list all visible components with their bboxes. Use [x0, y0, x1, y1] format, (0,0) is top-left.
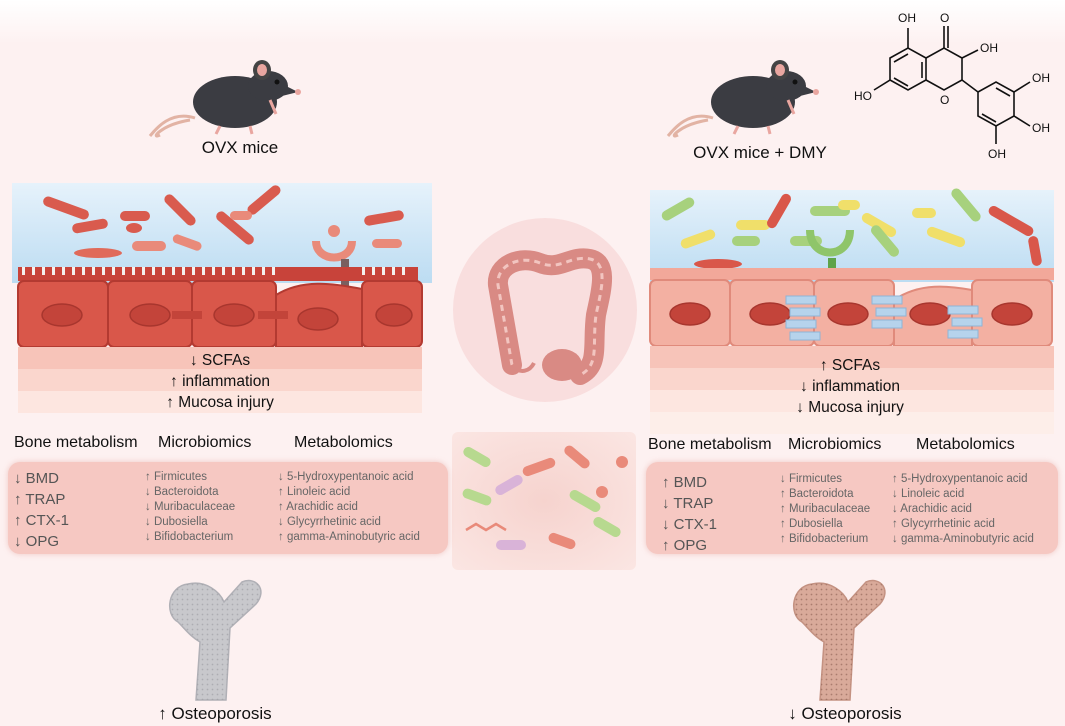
- mol-label-o-ring: O: [940, 93, 949, 107]
- right-metab-item: ↑ Glycyrrhetinic acid: [892, 518, 995, 530]
- right-micro-item: ↑ Bifidobacterium: [780, 533, 869, 545]
- left-title: OVX mice: [201, 138, 279, 157]
- mol-label-oh-c3: OH: [980, 41, 998, 55]
- right-micro-list: ↓ Firmicutes ↑ Bacteroidota ↑ Muribacula…: [780, 472, 870, 547]
- mol-label-oh-b2: OH: [1032, 121, 1050, 135]
- right-effect-mucosa: ↓ Mucosa injury: [796, 399, 904, 416]
- mouse-icon-left: [148, 60, 301, 138]
- left-effect-inflammation: ↑ inflammation: [170, 373, 270, 390]
- left-bone-list: ↓ BMD ↑ TRAP ↑ CTX-1 ↓ OPG: [14, 468, 69, 552]
- right-title: OVX mice + DMY: [693, 143, 827, 162]
- mol-label-oh-b1: OH: [1032, 71, 1050, 85]
- left-header-bone: Bone metabolism: [14, 434, 138, 451]
- left-metab-item: ↑ gamma-Aminobutyric acid: [278, 531, 420, 543]
- right-bone-item: ↑ OPG: [662, 537, 708, 554]
- left-bone-item: ↑ TRAP: [14, 491, 66, 508]
- right-micro-item: ↑ Dubosiella: [780, 518, 843, 530]
- right-bone-item: ↓ TRAP: [662, 495, 714, 512]
- right-outcome: ↓ Osteoporosis: [788, 704, 902, 723]
- molecule-structure: OH O OH HO O OH OH OH: [854, 11, 1050, 161]
- left-micro-item: ↓ Bacteroidota: [145, 486, 219, 498]
- right-gut-illustration: [649, 188, 1054, 434]
- left-micro-item: ↓ Bifidobacterium: [145, 531, 234, 543]
- right-bone-list: ↑ BMD ↓ TRAP ↓ CTX-1 ↑ OPG: [662, 472, 717, 556]
- left-metab-item: ↓ 5-Hydroxypentanoic acid: [278, 471, 414, 483]
- right-effects: ↑ SCFAs ↓ inflammation ↓ Mucosa injury: [690, 355, 1010, 418]
- right-metab-list: ↑ 5-Hydroxypentanoic acid ↓ Linoleic aci…: [892, 472, 1034, 547]
- mol-label-oh-top: OH: [898, 11, 916, 25]
- left-header-micro: Microbiomics: [158, 434, 252, 451]
- mouse-icon-right: [666, 60, 819, 138]
- right-effect-scfas: ↑ SCFAs: [819, 357, 881, 374]
- left-metab-item: ↑ Linoleic acid: [278, 486, 351, 498]
- mol-label-o-ketone: O: [940, 11, 949, 25]
- left-effect-scfas: ↓ SCFAs: [189, 352, 251, 369]
- right-metab-item: ↓ Linoleic acid: [892, 488, 965, 500]
- left-effect-mucosa: ↑ Mucosa injury: [166, 394, 274, 411]
- right-header-bone: Bone metabolism: [648, 436, 772, 453]
- right-micro-item: ↓ Firmicutes: [780, 473, 842, 485]
- right-bone-item: ↑ BMD: [662, 474, 707, 491]
- left-header-metab: Metabolomics: [294, 434, 393, 451]
- bacteria-icon: [462, 445, 628, 550]
- mol-label-oh-b3: OH: [988, 147, 1006, 161]
- left-micro-list: ↑ Firmicutes ↓ Bacteroidota ↓ Muribacula…: [145, 470, 235, 545]
- left-bone-item: ↑ CTX-1: [14, 512, 70, 529]
- left-metab-list: ↓ 5-Hydroxypentanoic acid ↑ Linoleic aci…: [278, 470, 420, 545]
- right-effect-inflammation: ↓ inflammation: [800, 378, 900, 395]
- left-micro-item: ↑ Firmicutes: [145, 471, 207, 483]
- right-results-box: [646, 462, 1058, 554]
- left-metab-item: ↑ Arachidic acid: [278, 501, 358, 513]
- left-gut-illustration: [12, 183, 432, 413]
- right-header-metab: Metabolomics: [916, 436, 1015, 453]
- right-metab-item: ↓ gamma-Aminobutyric acid: [892, 533, 1034, 545]
- colon-icon: [453, 218, 637, 402]
- left-effects: ↓ SCFAs ↑ inflammation ↑ Mucosa injury: [60, 350, 380, 413]
- right-micro-item: ↑ Bacteroidota: [780, 488, 854, 500]
- femur-icon-right: [793, 579, 886, 701]
- left-results-box: [8, 462, 448, 554]
- left-micro-item: ↓ Dubosiella: [145, 516, 208, 528]
- left-micro-item: ↓ Muribaculaceae: [145, 501, 236, 513]
- right-micro-item: ↑ Muribaculaceae: [780, 503, 871, 515]
- left-metab-item: ↓ Glycyrrhetinic acid: [278, 516, 381, 528]
- right-metab-item: ↓ Arachidic acid: [892, 503, 972, 515]
- right-metab-item: ↑ 5-Hydroxypentanoic acid: [892, 473, 1028, 485]
- left-bone-item: ↓ OPG: [14, 533, 60, 550]
- left-bone-item: ↓ BMD: [14, 470, 59, 487]
- right-bone-item: ↓ CTX-1: [662, 516, 718, 533]
- femur-icon-left: [169, 579, 262, 701]
- mol-label-ho: HO: [854, 89, 872, 103]
- right-header-micro: Microbiomics: [788, 436, 882, 453]
- left-outcome: ↑ Osteoporosis: [158, 704, 272, 723]
